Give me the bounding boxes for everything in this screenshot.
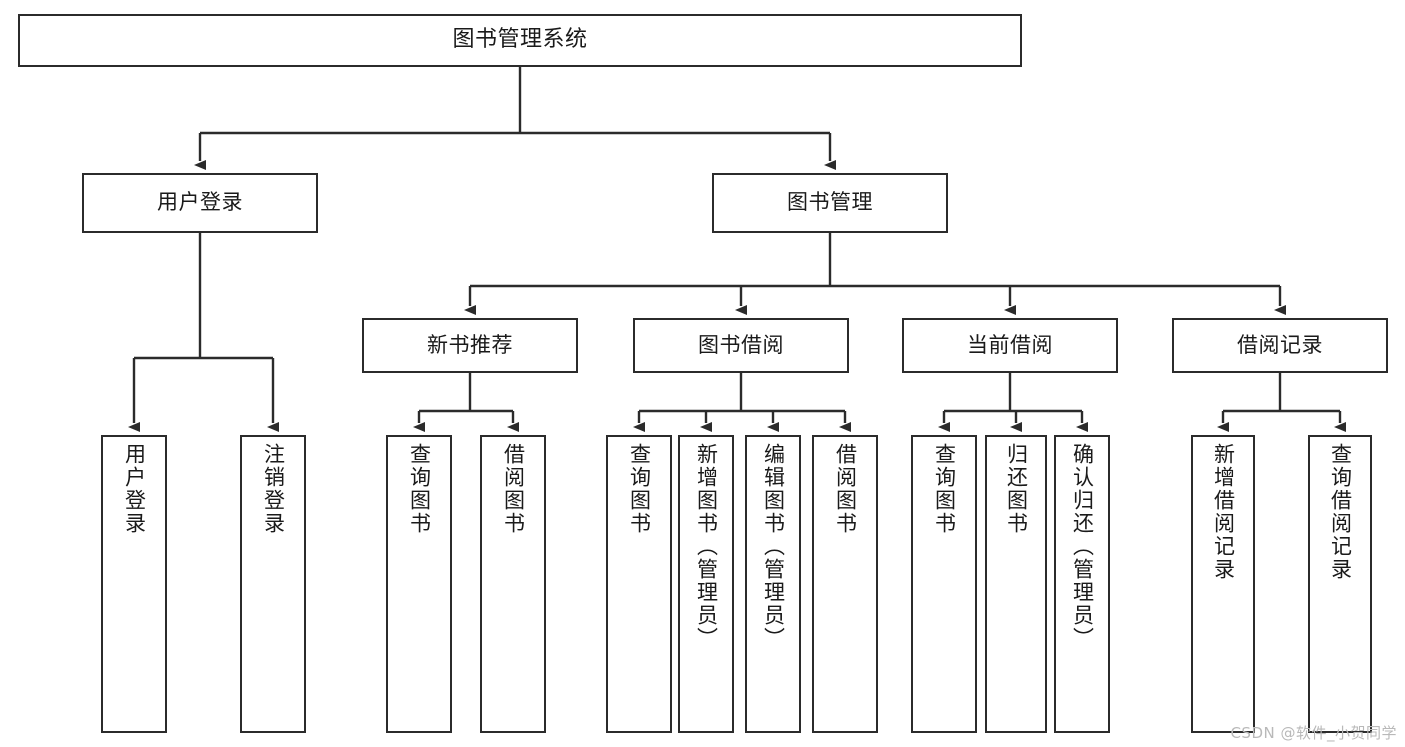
node-book-borrow[interactable]: 图书借阅 [633, 318, 849, 373]
node-label: 查询借阅记录 [1328, 443, 1353, 581]
node-leaf-confirm-return[interactable]: 确认归还（管理员） [1054, 435, 1110, 733]
node-leaf-user-logout[interactable]: 注销登录 [240, 435, 306, 733]
node-leaf-borrow-book-bo[interactable]: 借阅图书 [812, 435, 878, 733]
node-current-borrow[interactable]: 当前借阅 [902, 318, 1118, 373]
node-leaf-query-record[interactable]: 查询借阅记录 [1308, 435, 1372, 733]
node-label: 新书推荐 [427, 332, 513, 357]
node-label: 用户登录 [122, 443, 147, 535]
node-label: 图书管理 [787, 190, 873, 215]
node-label: 查询图书 [627, 443, 652, 535]
node-borrow-record[interactable]: 借阅记录 [1172, 318, 1388, 373]
node-leaf-query-book-cur[interactable]: 查询图书 [911, 435, 977, 733]
node-leaf-query-book-rec[interactable]: 查询图书 [386, 435, 452, 733]
node-label: 注销登录 [261, 443, 286, 535]
node-label: 借阅图书 [833, 443, 858, 535]
node-label: 确认归还（管理员） [1070, 443, 1095, 650]
node-label: 编辑图书（管理员） [761, 443, 786, 650]
node-leaf-query-book-bo[interactable]: 查询图书 [606, 435, 672, 733]
node-label: 用户登录 [157, 190, 243, 215]
node-leaf-add-record[interactable]: 新增借阅记录 [1191, 435, 1255, 733]
node-label: 当前借阅 [967, 332, 1053, 357]
node-label: 图书借阅 [698, 332, 784, 357]
node-label: 查询图书 [407, 443, 432, 535]
node-label: 新增借阅记录 [1211, 443, 1236, 581]
node-user-login[interactable]: 用户登录 [82, 173, 318, 233]
node-label: 归还图书 [1004, 443, 1029, 535]
node-new-book-rec[interactable]: 新书推荐 [362, 318, 578, 373]
node-leaf-edit-book[interactable]: 编辑图书（管理员） [745, 435, 801, 733]
node-label: 图书管理系统 [452, 27, 588, 53]
node-leaf-return-book[interactable]: 归还图书 [985, 435, 1047, 733]
node-label: 借阅记录 [1237, 332, 1323, 357]
node-leaf-borrow-book-rec[interactable]: 借阅图书 [480, 435, 546, 733]
node-leaf-add-book[interactable]: 新增图书（管理员） [678, 435, 734, 733]
node-book-manage[interactable]: 图书管理 [712, 173, 948, 233]
node-label: 新增图书（管理员） [694, 443, 719, 650]
node-label: 查询图书 [932, 443, 957, 535]
node-root[interactable]: 图书管理系统 [18, 14, 1022, 67]
node-leaf-user-login[interactable]: 用户登录 [101, 435, 167, 733]
node-label: 借阅图书 [501, 443, 526, 535]
